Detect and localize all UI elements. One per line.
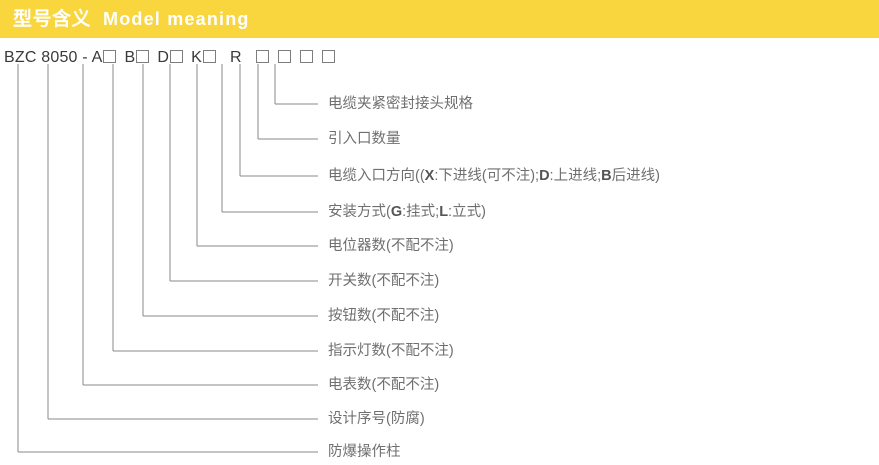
leader-label: 电缆夹紧密封接头规格 xyxy=(328,97,473,112)
label-text-run: 电缆夹紧密封接头规格 xyxy=(328,95,473,112)
label-text-run: :下进线(可不注); xyxy=(434,167,540,184)
leader-label: 设计序号(防腐) xyxy=(328,412,425,427)
label-text-run: 后进线) xyxy=(611,167,660,184)
label-code-letter: X xyxy=(424,167,435,184)
section-header-bar: 型号含义 Model meaning xyxy=(0,0,879,38)
leader-label: 开关数(不配不注) xyxy=(328,274,439,289)
label-code-letter: B xyxy=(601,167,612,184)
model-code-text: R xyxy=(229,49,242,66)
model-code-string: BZC 8050 - A B D K R xyxy=(4,50,336,66)
label-code-letter: G xyxy=(390,203,403,220)
label-text-run: 指示灯数(不配不注) xyxy=(328,342,454,359)
label-code-letter: L xyxy=(439,203,449,220)
label-text-run: 开关数(不配不注) xyxy=(328,272,440,289)
model-code-placeholder-box xyxy=(170,50,184,63)
leader-label: 电表数(不配不注) xyxy=(328,378,439,393)
label-text-run: 电位器数(不配不注) xyxy=(328,237,454,254)
label-text-run: 电缆入口方向(( xyxy=(328,167,425,184)
model-code-placeholder-box xyxy=(299,50,313,63)
leader-label: 防爆操作柱 xyxy=(328,445,401,460)
label-text-run: :立式) xyxy=(448,203,486,220)
model-code-placeholder-box xyxy=(136,50,150,63)
label-text-run: 安装方式( xyxy=(328,203,391,220)
header-title-chinese: 型号含义 xyxy=(13,8,92,30)
model-code-placeholder-box xyxy=(277,50,291,63)
leader-label: 按钮数(不配不注) xyxy=(328,309,439,324)
leader-label: 电缆入口方向((X:下进线(可不注);D:上进线;B后进线) xyxy=(328,169,660,184)
leader-label: 引入口数量 xyxy=(328,132,401,147)
label-code-letter: D xyxy=(539,167,550,184)
leader-label: 电位器数(不配不注) xyxy=(328,239,454,254)
model-code-text: D xyxy=(157,49,170,66)
label-text-run: 电表数(不配不注) xyxy=(328,376,440,393)
header-title-english: Model meaning xyxy=(103,9,250,29)
leader-label: 安装方式(G:挂式;L:立式) xyxy=(328,205,486,220)
model-code-placeholder-box xyxy=(255,50,269,63)
model-code-placeholder-box xyxy=(103,50,117,63)
label-text-run: 按钮数(不配不注) xyxy=(328,307,440,324)
label-text-run: 防爆操作柱 xyxy=(328,443,401,460)
model-code-placeholder-box xyxy=(202,50,216,63)
label-text-run: 引入口数量 xyxy=(328,130,401,147)
label-text-run: :上进线; xyxy=(549,167,602,184)
model-code-placeholder-box xyxy=(321,50,335,63)
model-code-text: K xyxy=(191,49,202,66)
label-text-run: :挂式; xyxy=(402,203,440,220)
model-code-text: BZC 8050 - A xyxy=(4,49,103,66)
model-code-text: B xyxy=(124,49,136,66)
leader-label: 指示灯数(不配不注) xyxy=(328,344,454,359)
label-text-run: 设计序号(防腐) xyxy=(328,410,425,427)
